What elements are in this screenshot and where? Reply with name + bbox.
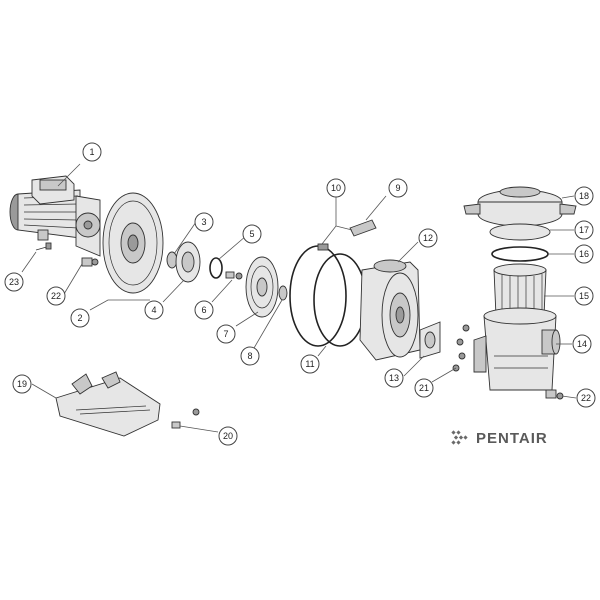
diffuser-part <box>175 241 201 283</box>
brand-name: PENTAIR <box>476 429 548 447</box>
svg-text:12: 12 <box>423 233 433 243</box>
callout-15: 15 <box>574 286 594 306</box>
callout-10: 10 <box>326 178 346 198</box>
svg-text:23: 23 <box>9 277 19 287</box>
svg-text:17: 17 <box>579 225 589 235</box>
callout-11: 11 <box>300 354 320 374</box>
pump-housing-part <box>359 259 421 361</box>
callout-22-right: 22 <box>576 388 596 408</box>
callout-17: 17 <box>574 220 594 240</box>
svg-text:18: 18 <box>579 191 589 201</box>
callout-12: 12 <box>418 228 438 248</box>
svg-text:3: 3 <box>201 217 206 227</box>
impeller-part <box>245 256 279 318</box>
base-screws-part <box>171 408 200 429</box>
clamp-band-part <box>289 243 347 347</box>
callout-13: 13 <box>384 368 404 388</box>
leader-lines <box>21 163 577 433</box>
drain-plug-left-part <box>81 257 99 267</box>
clamp-oring-part <box>313 253 367 347</box>
callout-14: 14 <box>572 334 592 354</box>
callout-16: 16 <box>574 244 594 264</box>
svg-text:4: 4 <box>151 305 156 315</box>
svg-text:20: 20 <box>223 431 233 441</box>
svg-text:19: 19 <box>17 379 27 389</box>
seal-plate-part <box>102 192 164 294</box>
callout-19: 19 <box>12 374 32 394</box>
lid-wrench-part <box>349 219 377 237</box>
svg-text:22: 22 <box>581 393 591 403</box>
housing-screws-part <box>452 324 470 372</box>
svg-text:7: 7 <box>223 329 228 339</box>
svg-text:6: 6 <box>201 305 206 315</box>
lid-part <box>463 186 577 227</box>
callout-3: 3 <box>194 212 214 232</box>
svg-text:15: 15 <box>579 291 589 301</box>
impeller-screw-part <box>225 271 243 280</box>
svg-text:9: 9 <box>395 183 400 193</box>
motor-base-part <box>55 371 161 437</box>
svg-text:13: 13 <box>389 373 399 383</box>
strainer-pot-part <box>473 307 561 391</box>
svg-text:1: 1 <box>89 147 94 157</box>
shaft-seal-part <box>278 285 288 301</box>
callout-9: 9 <box>388 178 408 198</box>
callout-22-left: 22 <box>46 286 66 306</box>
lid-ring-part <box>489 223 551 241</box>
callout-7: 7 <box>216 324 236 344</box>
callout-8: 8 <box>240 346 260 366</box>
drain-plug-right-part <box>545 389 564 400</box>
gasket-part <box>419 321 441 359</box>
callout-20: 20 <box>218 426 238 446</box>
callout-21: 21 <box>414 378 434 398</box>
callout-18: 18 <box>574 186 594 206</box>
motor-bolt-part <box>35 242 52 251</box>
lid-oring-part <box>491 246 549 262</box>
svg-text:5: 5 <box>249 229 254 239</box>
svg-text:2: 2 <box>77 313 82 323</box>
motor-part <box>9 175 101 257</box>
svg-text:21: 21 <box>419 383 429 393</box>
svg-text:11: 11 <box>305 359 314 369</box>
callout-2: 2 <box>70 308 90 328</box>
pentair-wave-logo-icon <box>451 430 468 445</box>
callout-1: 1 <box>82 142 102 162</box>
svg-text:10: 10 <box>331 183 341 193</box>
diffuser-oring-part <box>166 251 178 269</box>
impeller-ring-part <box>209 257 223 279</box>
svg-text:22: 22 <box>51 291 61 301</box>
svg-text:16: 16 <box>579 249 589 259</box>
callout-23: 23 <box>4 272 24 292</box>
svg-text:8: 8 <box>247 351 252 361</box>
callout-6: 6 <box>194 300 214 320</box>
callout-5: 5 <box>242 224 262 244</box>
svg-text:14: 14 <box>577 339 587 349</box>
brand-logo: PENTAIR <box>450 426 570 450</box>
callout-4: 4 <box>144 300 164 320</box>
